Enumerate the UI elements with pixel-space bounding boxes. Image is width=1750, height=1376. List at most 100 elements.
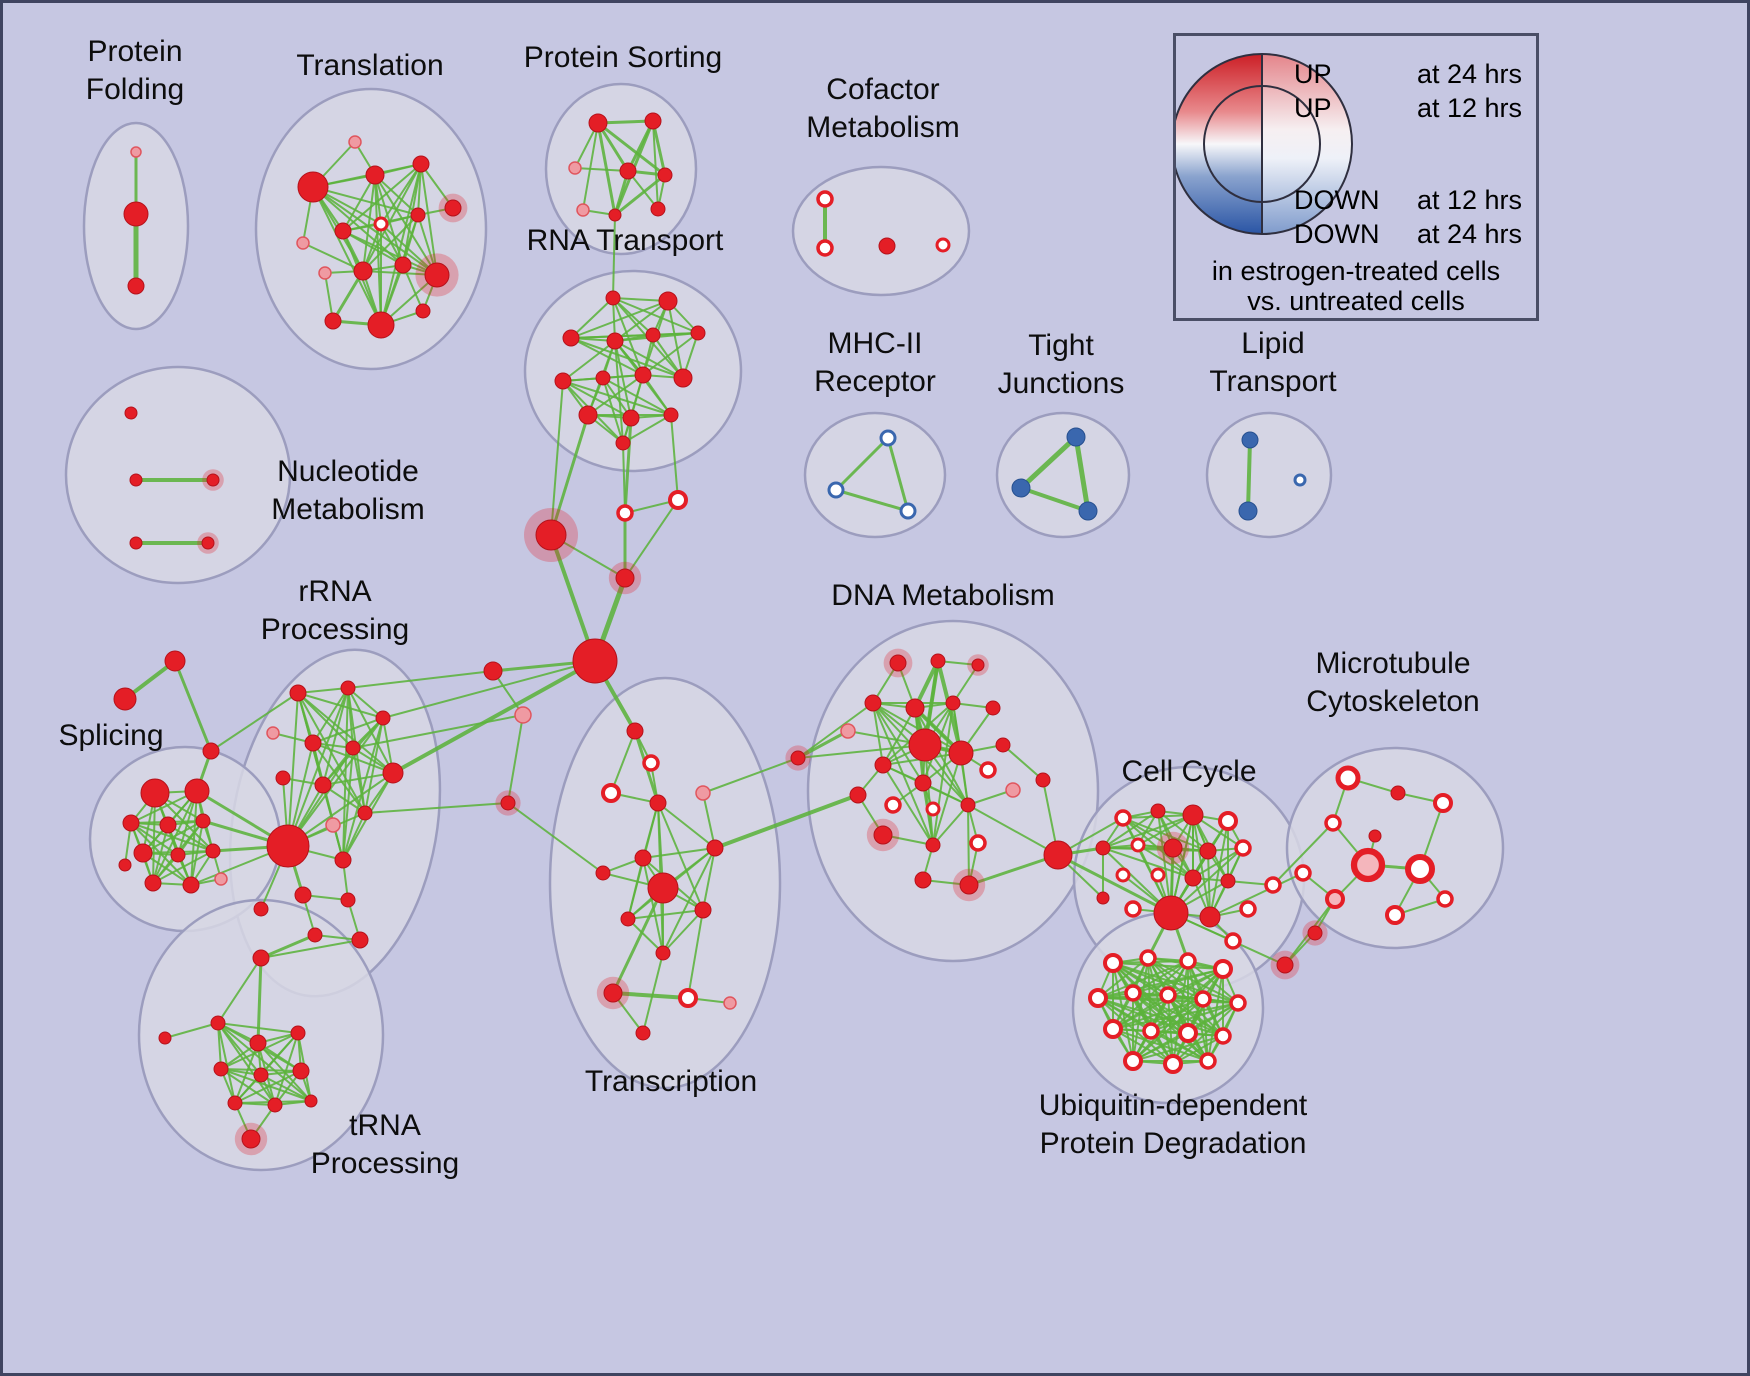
legend-label: DOWN: [1294, 219, 1380, 249]
network-edge: [380, 163, 422, 326]
network-node-tr8: [292, 1062, 310, 1080]
cluster-label-trna-processing: tRNA: [349, 1109, 421, 1142]
legend-footer-line2: vs. untreated cells: [1247, 286, 1465, 316]
network-node-h6: [483, 661, 503, 681]
network-edge: [507, 714, 524, 804]
legend-row-up-24: UP at 24 hrs: [1294, 59, 1522, 90]
legend-label: UP: [1294, 93, 1332, 123]
network-edge: [570, 337, 644, 376]
network-node-lt1: [1241, 431, 1259, 449]
network-node-rr2: [340, 680, 356, 696]
network-edge: [217, 1022, 236, 1104]
network-edge: [312, 717, 384, 744]
network-edge: [1018, 434, 1079, 491]
network-node-dm23: [914, 871, 932, 889]
network-edge: [173, 659, 213, 753]
network-edge: [1073, 434, 1091, 514]
network-node-mc2: [1390, 785, 1406, 801]
network-edge: [702, 757, 799, 794]
network-edge: [190, 790, 198, 886]
network-edge: [611, 886, 665, 995]
network-node-ub8: [1194, 990, 1212, 1008]
network-node-ub16: [1199, 1052, 1217, 1070]
network-edge: [670, 414, 679, 501]
network-node-sp12: [214, 872, 228, 886]
network-node-cc18: [1264, 876, 1282, 894]
network-node-tx6: [706, 839, 724, 857]
network-node-pf2: [123, 201, 149, 227]
network-node-tj1: [1066, 427, 1086, 447]
cluster-label-ubiquitin-degradation: Ubiquitin-dependent: [1039, 1089, 1308, 1122]
network-edge: [562, 340, 616, 382]
legend-label: DOWN: [1294, 185, 1380, 215]
network-edge: [142, 820, 204, 854]
network-edge: [611, 991, 690, 1000]
network-node-cc12: [1184, 869, 1202, 887]
network-edge: [420, 163, 438, 276]
legend-label: UP: [1294, 59, 1332, 89]
network-edge: [932, 804, 969, 846]
network-node-t15: [367, 311, 395, 339]
network-edge: [652, 120, 659, 210]
network-edge: [322, 772, 394, 786]
legend-row-down-12: DOWN at 12 hrs: [1294, 185, 1522, 216]
network-node-rt4: [606, 332, 624, 350]
network-edge: [312, 742, 366, 814]
network-node-dm1: [889, 654, 907, 672]
network-edge: [596, 121, 667, 177]
network-edge: [872, 702, 884, 766]
network-node-dm2: [930, 653, 946, 669]
network-node-nm5: [201, 536, 215, 550]
network-node-rr13: [334, 851, 352, 869]
network-node-t10: [318, 266, 332, 280]
network-node-rr14: [294, 886, 312, 904]
legend-footer-line1: in estrogen-treated cells: [1211, 256, 1501, 286]
network-edge: [1187, 960, 1239, 1004]
network-node-h1: [616, 504, 634, 522]
network-node-dm25: [1035, 772, 1051, 788]
network-edge: [347, 670, 494, 689]
network-node-sp9: [144, 874, 162, 892]
network-node-rr15: [340, 892, 356, 908]
network-node-tr11: [241, 1129, 261, 1149]
network-node-mc3: [1433, 793, 1453, 813]
network-edge: [1132, 1032, 1189, 1062]
network-node-lt2: [1238, 501, 1258, 521]
network-edge: [797, 744, 926, 759]
network-edge: [702, 792, 716, 849]
network-edge: [642, 952, 664, 1034]
network-edge: [1097, 957, 1149, 999]
network-edge: [1246, 438, 1252, 513]
network-edge: [1112, 1002, 1239, 1030]
network-node-rr11: [325, 817, 341, 833]
network-edge: [642, 847, 716, 859]
network-node-dm14: [914, 774, 932, 792]
legend-box: UP at 24 hrs UP at 12 hrs DOWN at 12 hrs…: [1173, 33, 1539, 321]
network-node-nm3: [206, 473, 220, 487]
network-node-nm4: [129, 536, 143, 550]
network-edge: [217, 957, 262, 1024]
network-node-tr3: [210, 1015, 226, 1031]
network-edge: [380, 223, 438, 276]
network-edge: [549, 413, 590, 537]
network-node-ub2: [1139, 949, 1157, 967]
network-edge: [574, 167, 629, 172]
network-node-tr1: [252, 949, 270, 967]
cluster-label-translation: Translation: [296, 49, 443, 82]
network-node-rr18: [253, 901, 269, 917]
network-node-ub5: [1088, 988, 1108, 1008]
network-edge: [220, 1068, 276, 1106]
network-edge: [217, 1022, 276, 1106]
network-edge: [1167, 994, 1174, 1065]
network-node-tr5: [290, 1025, 306, 1041]
network-edge: [342, 687, 349, 861]
network-node-tr12: [304, 1094, 318, 1108]
network-node-h10: [500, 795, 516, 811]
network-edge: [614, 300, 669, 342]
network-edge: [713, 793, 860, 850]
network-edge: [342, 717, 384, 861]
cluster-ellipse-tight-junctions: [995, 411, 1131, 539]
network-node-t2: [297, 171, 329, 203]
network-node-ub3: [1179, 952, 1197, 970]
network-edge: [234, 1070, 302, 1104]
